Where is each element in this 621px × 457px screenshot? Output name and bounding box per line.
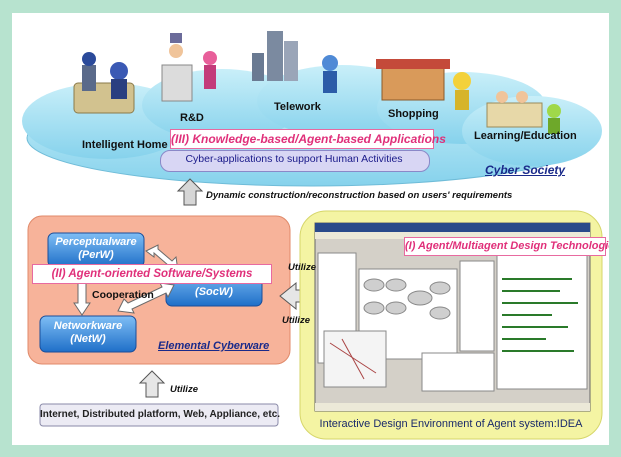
utilize-bottom-label: Utilize: [170, 384, 198, 395]
layer2-title: (II) Agent-oriented Software/Systems: [32, 264, 272, 284]
layer1-title: (I) Agent/Multiagent Design Technologies: [404, 237, 609, 256]
utilize-left-label: Utilize: [282, 315, 310, 326]
perceptualware-name: Perceptualware: [55, 236, 137, 248]
layer3-subtitle-pill: [160, 150, 430, 172]
domain-telework: Telework: [274, 101, 321, 113]
diagram-canvas: Intelligent Home R&D Telework Shopping L…: [12, 13, 609, 445]
diagram-graphics: [22, 31, 603, 440]
domain-intelligent-home: Intelligent Home: [82, 139, 168, 151]
shopping-illustration: [376, 59, 471, 110]
construction-arrow: [176, 178, 204, 206]
utilize-bottom-arrow: [138, 370, 166, 398]
networkware-label: Networkware (NetW): [40, 320, 136, 346]
cyber-society-title: Cyber Society: [485, 163, 566, 177]
cooperation-label: Cooperation: [92, 289, 154, 301]
intelligent-home-illustration: [73, 52, 135, 114]
networkware-name: Networkware: [53, 320, 123, 332]
utilize-right-label: Utilize: [288, 262, 316, 273]
perceptualware-label: Perceptualware (PerW): [48, 236, 144, 262]
domain-rd: R&D: [180, 112, 204, 124]
infrastructure-label: Internet, Distributed platform, Web, App…: [40, 409, 281, 420]
idea-caption: Interactive Design Environment of Agent …: [319, 418, 583, 430]
rd-illustration: [161, 33, 217, 102]
networkware-abbr: (NetW): [70, 333, 106, 345]
learning-illustration: [486, 91, 561, 134]
telework-illustration: [252, 31, 338, 93]
domain-learning-education: Learning/Education: [474, 130, 577, 142]
layer3-subtitle: Cyber-applications to support Human Acti…: [185, 153, 403, 165]
construction-arrow-label: Dynamic construction/reconstruction base…: [206, 190, 513, 201]
infrastructure-box: [39, 403, 279, 427]
layer3-title: (III) Knowledge-based/Agent-based Applic…: [170, 129, 446, 149]
elemental-cyberware-title: Elemental Cyberware: [158, 340, 270, 352]
domain-shopping: Shopping: [388, 108, 439, 120]
socialware-abbr: (SocW): [195, 286, 233, 298]
perceptualware-abbr: (PerW): [78, 249, 114, 261]
networkware-box: [39, 315, 137, 353]
